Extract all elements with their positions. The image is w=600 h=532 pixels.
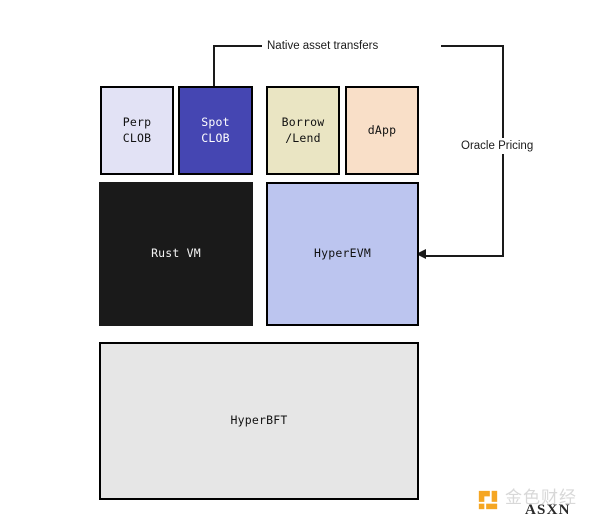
watermark-brand-en: ASXN <box>525 502 571 518</box>
jinse-logo-icon <box>478 490 498 510</box>
watermark-brand-cn: 金色财经 <box>505 488 577 508</box>
node-spot-clob[interactable]: Spot CLOB <box>178 86 253 175</box>
node-perp-clob[interactable]: Perp CLOB <box>100 86 174 175</box>
arrowhead-into-hyperevm-icon <box>416 249 426 259</box>
node-hyperevm[interactable]: HyperEVM <box>266 182 419 326</box>
connector-oracle-pricing-horizontal <box>424 255 504 257</box>
edge-label-native-asset-transfers: Native asset transfers <box>262 38 384 54</box>
connector-native-asset-transfers-down-to-spot-clob <box>213 45 215 87</box>
edge-label-oracle-pricing: Oracle Pricing <box>458 138 537 154</box>
connector-native-asset-transfers-top-left <box>214 45 262 47</box>
node-rust-vm[interactable]: Rust VM <box>99 182 253 326</box>
node-hyperbft[interactable]: HyperBFT <box>99 342 419 500</box>
watermark: 金色财经 ASXN <box>477 487 595 527</box>
connector-native-asset-transfers-top-right <box>441 45 504 47</box>
node-dapp[interactable]: dApp <box>345 86 419 175</box>
node-borrow-lend[interactable]: Borrow /Lend <box>266 86 340 175</box>
